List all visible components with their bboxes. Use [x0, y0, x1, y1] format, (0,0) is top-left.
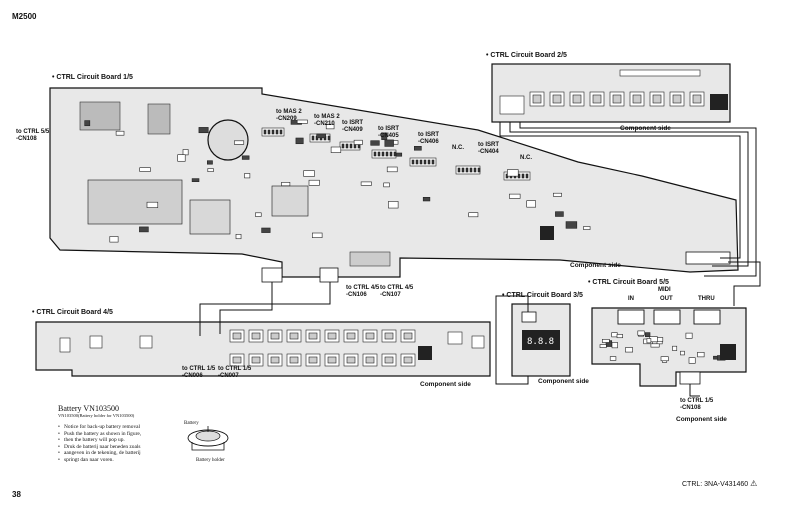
- model-name: M2500: [12, 12, 37, 21]
- battery-note-line: Notice for back-up battery removal: [58, 424, 178, 431]
- board-5-component-side: Component side: [676, 416, 727, 423]
- battery-subtitle: VN103500(Battery holder for VN103500): [58, 413, 135, 418]
- connector-label-cn210: to MAS 2-CN210: [314, 114, 340, 127]
- board-4-title: • CTRL Circuit Board 4/5: [32, 309, 113, 316]
- connector-label-cn006: to CTRL 1/5-CN006: [182, 366, 216, 379]
- connector-label-cn007: to CTRL 1/5-CN007: [218, 366, 252, 379]
- interconnect-wires: [199, 122, 761, 397]
- connector-label-cn106: to CTRL 4/5-CN106: [346, 285, 380, 298]
- board-2-title: • CTRL Circuit Board 2/5: [486, 52, 567, 59]
- board-3-component-side: Component side: [538, 378, 589, 385]
- battery-note-line: then the battery will pop up.: [58, 437, 178, 444]
- battery-holder-circle: [207, 119, 249, 161]
- battery-pointer-label: Battery: [184, 421, 199, 426]
- board-1-component-side: Component side: [570, 262, 621, 269]
- board-5-outline: [591, 307, 747, 387]
- board-3-title: • CTRL Circuit Board 3/5: [502, 292, 583, 299]
- board-4-component-side: Component side: [420, 381, 471, 388]
- battery-note-line: aangeven in de tekening, de batterij: [58, 450, 178, 457]
- battery-title: Battery VN103500: [58, 404, 119, 413]
- board-5-title: • CTRL Circuit Board 5/5: [588, 279, 669, 286]
- battery-illustration: [187, 426, 229, 451]
- page-number: 38: [12, 490, 21, 499]
- connector-label-cn405: to ISRT-CN405: [378, 126, 399, 139]
- battery-note: Battery VN103500 VN103500(Battery holder…: [58, 404, 178, 464]
- connector-label-cn107: to CTRL 4/5-CN107: [380, 285, 414, 298]
- midi-thru-connector: [693, 309, 721, 325]
- midi-title: MIDI: [658, 287, 671, 293]
- connector-label-cn409: to ISRT-CN409: [342, 120, 363, 133]
- svg-text:8.8.8: 8.8.8: [527, 337, 554, 347]
- battery-note-line: springt dan naar voren.: [58, 457, 178, 464]
- board-2-component-side: Component side: [620, 125, 671, 132]
- battery-note-line: Druk de batterij naar beneden zoals: [58, 444, 178, 451]
- connector-label-cn406: to ISRT-CN406: [418, 132, 439, 145]
- midi-thru-label: THRU: [698, 296, 715, 302]
- battery-holder-label: Battery holder: [196, 458, 225, 463]
- midi-out-connector: [653, 309, 681, 325]
- midi-in-label: IN: [628, 296, 634, 302]
- midi-out-label: OUT: [660, 296, 673, 302]
- connector-label-nc-1: N.C.: [452, 145, 464, 151]
- battery-note-line: Push the battery as shown in figure,: [58, 431, 178, 438]
- connector-label-cn108-right: to CTRL 1/5-CN108: [680, 398, 714, 411]
- seven-segment-display: [522, 330, 560, 350]
- warning-icon: ⚠: [750, 479, 758, 488]
- battery-notes-list: Notice for back-up battery removal Push …: [58, 424, 178, 464]
- board-1-title: • CTRL Circuit Board 1/5: [52, 74, 133, 81]
- document-code: CTRL: 3NA-V431460 ⚠: [682, 479, 758, 488]
- midi-in-connector: [617, 309, 645, 325]
- connector-label-cn209: to MAS 2-CN209: [276, 109, 302, 122]
- connector-label-cn108-left: to CTRL 5/5-CN108: [16, 129, 50, 142]
- connector-label-nc-2: N.C.: [520, 155, 532, 161]
- connector-label-cn404: to ISRT-CN404: [478, 142, 499, 155]
